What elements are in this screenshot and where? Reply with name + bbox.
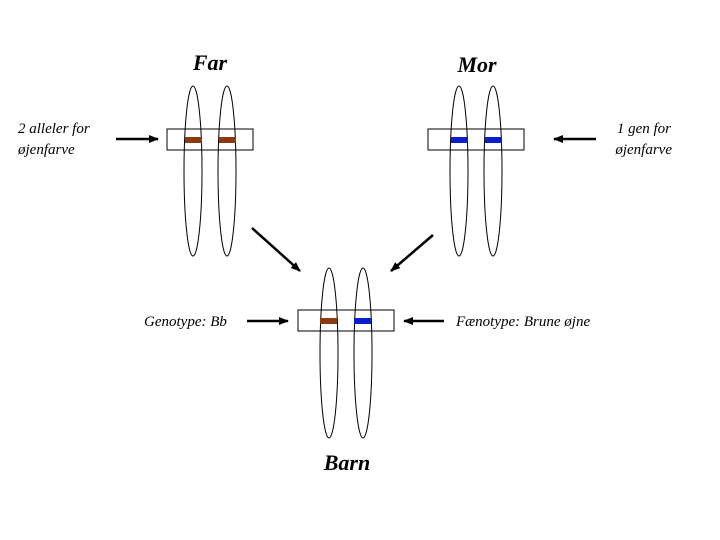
genotype-label: Genotype: Bb <box>144 314 227 330</box>
mother-chromosome-1 <box>449 85 469 257</box>
child-chromosome-2 <box>353 267 373 439</box>
mother-title: Mor <box>456 52 497 77</box>
mother-allele-1-blue <box>451 137 468 143</box>
child-title: Barn <box>323 450 370 475</box>
mother-chromosome-2 <box>483 85 503 257</box>
arrow-mother-to-child <box>390 234 434 272</box>
father-chromosome-pair <box>166 85 254 257</box>
child-chromosome-pair <box>297 267 395 439</box>
right-label-line-2: øjenfarve <box>614 142 672 158</box>
left-label-line-1: 2 alleler for <box>18 121 90 137</box>
mother-allele-2-blue <box>485 137 502 143</box>
father-allele-2-brown <box>219 137 236 143</box>
father-title: Far <box>192 50 228 75</box>
child-gene-locus-box <box>297 309 395 332</box>
father-chromosome-2 <box>217 85 237 257</box>
child-chromosome-1 <box>319 267 339 439</box>
arrow-father-to-child <box>251 227 301 272</box>
father-allele-1-brown <box>185 137 202 143</box>
mother-chromosome-pair <box>427 85 525 257</box>
mother-gene-locus-box <box>427 128 525 151</box>
phenotype-label: Fænotype: Brune øjne <box>455 314 590 330</box>
child-allele-brown <box>320 318 337 324</box>
father-gene-locus-box <box>166 128 254 151</box>
child-allele-blue <box>354 318 371 324</box>
father-chromosome-1 <box>183 85 203 257</box>
right-label-line-1: 1 gen for <box>617 121 671 137</box>
left-label-line-2: øjenfarve <box>17 142 75 158</box>
